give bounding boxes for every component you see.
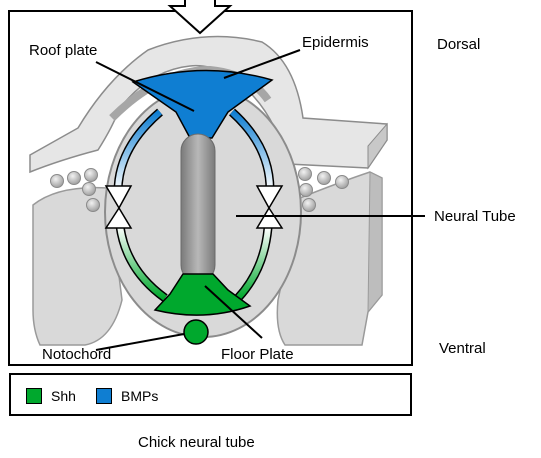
ventral-label: Ventral bbox=[439, 340, 486, 357]
notochord-label: Notochord bbox=[42, 346, 112, 363]
epidermis-leader bbox=[223, 49, 301, 79]
arrowhead-right-down-icon bbox=[255, 185, 284, 210]
arrowhead-left-down-icon bbox=[104, 185, 133, 210]
arrowhead-left-up-icon bbox=[104, 206, 133, 229]
left-somite bbox=[32, 186, 123, 346]
dorsal-label: Dorsal bbox=[437, 36, 481, 53]
top-arrow-icon bbox=[167, 0, 233, 35]
roof-plate-leader bbox=[95, 61, 195, 112]
central-canal bbox=[180, 133, 216, 283]
shh-swatch bbox=[26, 388, 42, 404]
epidermis-sheet bbox=[29, 35, 388, 174]
floor-plate-leader bbox=[204, 285, 263, 339]
roof-plate-label: Roof plate bbox=[29, 42, 98, 59]
notochord-leader bbox=[95, 333, 185, 351]
arrowhead-right-up-icon bbox=[255, 206, 284, 229]
right-cell-cluster bbox=[298, 167, 349, 212]
floor-plate-label: Floor Plate bbox=[221, 346, 294, 363]
notochord bbox=[183, 319, 209, 345]
legend: Shh BMPs bbox=[9, 373, 412, 416]
figure-caption: Chick neural tube bbox=[138, 434, 255, 451]
neural-tube-label: Neural Tube bbox=[434, 208, 516, 225]
roof-plate bbox=[131, 69, 274, 139]
bmp-swatch bbox=[96, 388, 112, 404]
bmp-legend-label: BMPs bbox=[121, 388, 159, 404]
left-cell-cluster bbox=[50, 168, 100, 212]
shh-legend-label: Shh bbox=[51, 388, 76, 404]
epidermis-label: Epidermis bbox=[302, 34, 369, 51]
